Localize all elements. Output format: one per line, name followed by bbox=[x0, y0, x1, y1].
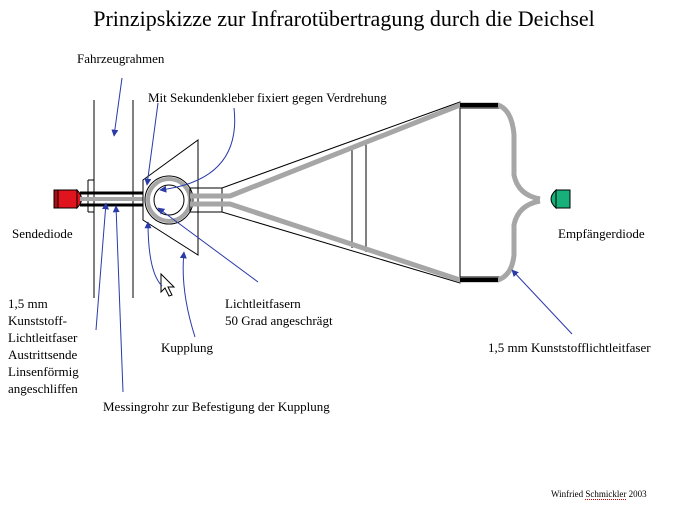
label-messingrohr: Messingrohr zur Befestigung der Kupplung bbox=[103, 399, 330, 414]
label-fahrzeugrahmen: Fahrzeugrahmen bbox=[77, 51, 165, 66]
drawbar bbox=[189, 101, 500, 284]
author-credit: Winfried Schmickler 2003 bbox=[551, 489, 647, 500]
drawbar-end-caps bbox=[460, 103, 498, 282]
label-lichtleitfasern: Lichtleitfasern 50 Grad angeschrägt bbox=[225, 295, 333, 329]
label-faser-left-line: Lichtleitfaser bbox=[8, 330, 78, 345]
label-lichtleitfasern-line: 50 Grad angeschrägt bbox=[225, 313, 333, 328]
cursor-icon bbox=[160, 272, 176, 297]
brass-tube bbox=[80, 191, 145, 207]
author-last: Schmickler bbox=[585, 489, 627, 500]
label-faser-left-line: angeschliffen bbox=[8, 381, 78, 396]
label-faser-left-line: 1,5 mm bbox=[8, 296, 48, 311]
label-empfaengerdiode: Empfängerdiode bbox=[558, 226, 645, 241]
author-year: 2003 bbox=[628, 489, 647, 499]
author-first: Winfried bbox=[551, 489, 584, 499]
label-faser-left-line: Kunststoff- bbox=[8, 313, 67, 328]
callout-arrows bbox=[95, 77, 573, 393]
coupling bbox=[142, 139, 199, 256]
send-diode-icon bbox=[53, 188, 82, 210]
fiber-drawbar bbox=[190, 102, 541, 283]
label-faser-left-line: Austrittsende bbox=[8, 347, 78, 362]
label-faser-left: 1,5 mm Kunststoff- Lichtleitfaser Austri… bbox=[8, 295, 79, 397]
label-sendediode: Sendediode bbox=[12, 226, 73, 241]
label-faser-left-line: Linsenförmig bbox=[8, 364, 79, 379]
receive-diode-icon bbox=[550, 188, 571, 210]
label-kunststofflichtleitfaser: 1,5 mm Kunststofflichtleitfaser bbox=[488, 340, 651, 355]
diagram-title: Prinzipskizze zur Infrarotübertragung du… bbox=[93, 6, 595, 31]
label-sekundenkleber: Mit Sekundenkleber fixiert gegen Verdreh… bbox=[148, 90, 387, 105]
label-kupplung: Kupplung bbox=[161, 340, 213, 355]
label-lichtleitfasern-line: Lichtleitfasern bbox=[225, 296, 301, 311]
